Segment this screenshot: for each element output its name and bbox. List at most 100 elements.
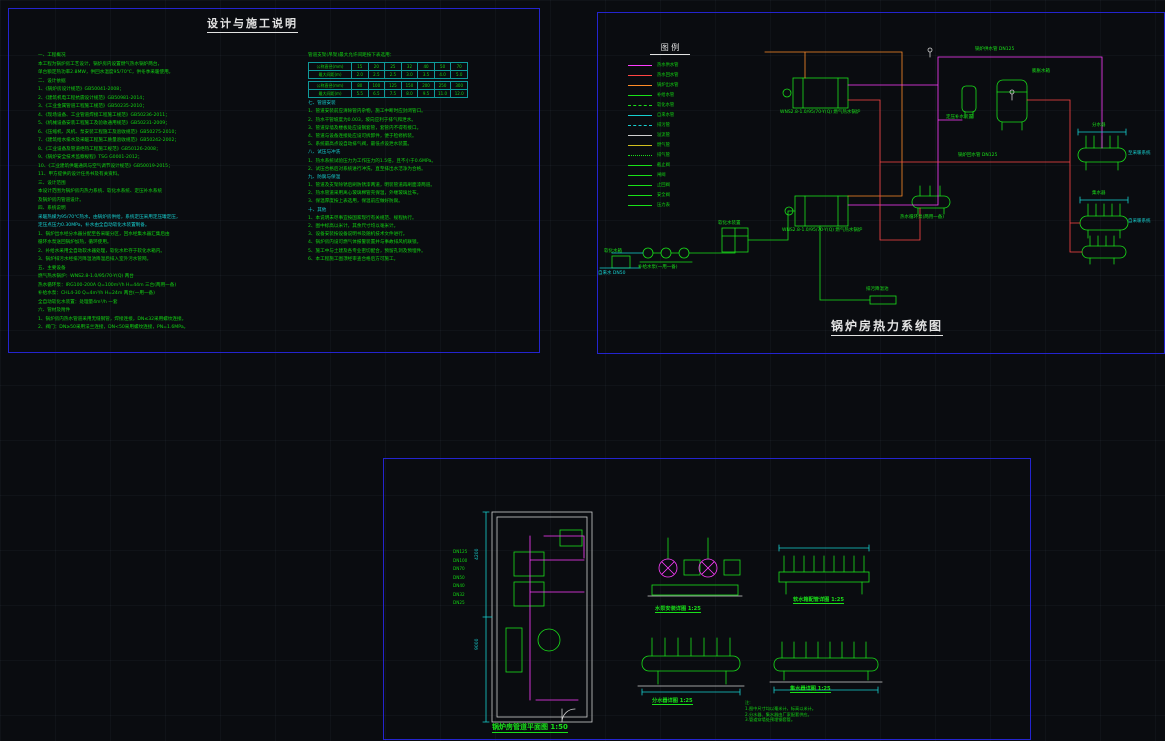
note-line: 采暖热媒为95/70℃热水，由锅炉房供给，系统定压采用定压罐定压， [38, 214, 181, 220]
pipe-size-label: DN40 [453, 583, 465, 588]
note-line: 燃气热水锅炉：WNS2.8-1.0/95/70-Y(Q) 两台 [38, 274, 134, 279]
note-line: 11、甲方提供的设计任务书及有关资料。 [38, 172, 122, 177]
system-label-return-manifold: 集水器 [1092, 191, 1106, 196]
legend-item: 排污管 [628, 120, 740, 130]
legend-item-label: 排污管 [657, 123, 670, 128]
plan-note-line: 注: [745, 700, 751, 705]
note-line: 六、管材及附件 [38, 308, 71, 313]
legend-item-label: 压力表 [657, 203, 670, 208]
pressure-tank [961, 85, 977, 113]
pipe-size-label: DN125 [453, 549, 468, 554]
note-line: 3、《工业金属管道工程施工规范》GB50235-2010； [38, 104, 147, 109]
legend-item: 溢流管 [628, 130, 740, 140]
system-label-feed-pumps: 补给水泵(一用一备) [638, 265, 678, 270]
legend-line-sample [628, 184, 652, 186]
system-label-from-heating: 自采暖系统 [1128, 219, 1151, 224]
manifold-detail-2 [773, 657, 879, 672]
system-label-supply-pipe: 锅炉供水管 DN125 [975, 47, 1015, 52]
plan-notes: 注:1.图中尺寸均以毫米计，标高以米计。2.分水器、集水器由厂家配套供应。3.管… [745, 700, 865, 723]
plan-equipment [505, 529, 879, 685]
system-label-supply-manifold: 分水器 [1092, 123, 1106, 128]
manifold-detail-1 [641, 655, 741, 672]
system-label-softener: 软化水装置 [718, 221, 741, 226]
expansion-tank [996, 79, 1028, 123]
dirt-separator [911, 195, 951, 209]
note-line: 2、热水干管坡度为0.003，坡向应利于排气和泄水。 [308, 117, 416, 123]
pipe-size-label: DN100 [453, 557, 468, 563]
legend-item: 安全阀 [628, 190, 740, 200]
legend-item: 热水供水管 [628, 60, 740, 70]
legend-item-label: 燃气管 [657, 143, 670, 148]
legend-item: 闸阀 [628, 170, 740, 180]
legend-line-sample [628, 194, 652, 196]
system-equipment [611, 77, 1129, 305]
blowdown-pit [869, 295, 897, 305]
frame-plan [383, 458, 1031, 740]
note-line: 1、锅炉出水经分水器分配至各采暖分区，回水经集水器汇集后由 [38, 231, 170, 237]
note-line: 9、《锅炉安全技术监察规程》TSG G0001-2012； [38, 155, 143, 160]
legend-item-label: 排气管 [657, 153, 670, 158]
note-line: 八、试压与冲洗 [308, 150, 341, 156]
note-line: 8、《工业设备及管道绝热工程施工规范》GB50126-2008； [38, 146, 161, 152]
note-line: 4、《现场设备、工业管道焊接工程施工规范》GB50236-2011； [38, 112, 170, 118]
note-line: 管道支架(吊架)最大允许间距按下表选用： [308, 53, 395, 58]
note-line: 一、工程概况 [38, 53, 66, 58]
note-line: 及锅炉房内管道设计。 [38, 197, 84, 203]
note-line: 1、管道安装前应清除管内杂物，施工中断时应封闭管口。 [308, 109, 426, 115]
note-line: 1、《锅炉房设计规范》GB50041-2008； [38, 87, 124, 92]
note-line: 二、设计依据 [38, 78, 66, 84]
legend-line-sample [628, 164, 652, 166]
legend-item-label: 止回阀 [657, 183, 670, 188]
feed-pump-1 [642, 247, 654, 259]
note-line: 本设计范围为锅炉房内热力系统、软化水系统、定压补水系统 [38, 189, 163, 194]
legend-item: 补给水管 [628, 90, 740, 100]
legend-item-label: 截止阀 [657, 163, 670, 168]
note-line: 3、设备安装按设备说明书及随机技术文件进行。 [308, 232, 408, 238]
system-label-boiler-1: WNS2.8-1.0/95/70-Y(Q) 燃气热水锅炉 [780, 110, 861, 115]
legend-items: 热水供水管 热水回水管 锅炉出水管 补给水管 软化水管 自来水管 排污管 [628, 60, 740, 210]
note-line: 1、管道及支架除锈后刷防锈漆两道，明装管道再刷面漆两道。 [308, 183, 435, 189]
legend-item: 自来水管 [628, 110, 740, 120]
note-line: 2、试压合格后对系统进行冲洗，直至排出水洁净为合格。 [308, 166, 426, 172]
note-line: 2、阀门：DN≥50采用法兰连接，DN<50采用螺纹连接，PN=1.6MPa。 [38, 325, 189, 330]
detail-title-return-manifold: 集水器详图 1:25 [790, 686, 831, 693]
pipe-size-label: DN70 [453, 566, 465, 571]
detail-title-pump: 水泵安装详图 1:25 [655, 606, 701, 613]
note-line: 6、《压缩机、风机、泵安装工程施工及验收规范》GB50275-2010； [38, 129, 179, 135]
legend-item-label: 热水供水管 [657, 63, 679, 68]
legend-line-sample [628, 94, 652, 96]
feed-pump-3 [678, 247, 690, 259]
legend-item: 燃气管 [628, 140, 740, 150]
legend-item-label: 软化水管 [657, 103, 675, 108]
note-line: 6、本工程施工图须经审查合格后方可施工。 [308, 256, 399, 262]
plan-note-line: 2.分水器、集水器由厂家配套供应。 [745, 711, 812, 717]
legend: 图 例 热水供水管 热水回水管 锅炉出水管 补给水管 软化水管 自来水管 [628, 42, 740, 210]
plan-dim-vertical-1: 9000 [475, 638, 480, 650]
legend-item: 排气管 [628, 150, 740, 160]
note-line: 3、保温厚度按上表选用，保温前应做好防腐。 [308, 199, 403, 205]
system-label-to-heating: 至采暖系统 [1128, 151, 1151, 156]
legend-line-sample [628, 144, 652, 146]
legend-item: 截止阀 [628, 160, 740, 170]
note-line: 补给水泵：CHL4-30 Q=4m³/h H=24m 两台(一用一备) [38, 291, 155, 296]
pump-motor-2 [723, 559, 741, 576]
legend-line-sample [628, 204, 652, 206]
legend-line-sample [628, 104, 652, 106]
system-label-soft-tank: 软化水箱 [604, 249, 622, 254]
system-label-pressure-unit: 定压补水装置 [946, 115, 973, 120]
note-line: 五、主要设备 [38, 265, 66, 271]
note-line: 2、热水管道采用离心玻璃棉管壳保温，外缠玻璃丝布。 [308, 191, 422, 197]
note-line: 1、热水系统试验压力为工作压力的1.5倍，且不小于0.6MPa。 [308, 158, 436, 164]
plan-note-line: 3.管道穿墙处预埋钢套管。 [745, 717, 796, 723]
legend-line-sample [628, 114, 652, 116]
legend-line-sample [628, 64, 652, 66]
legend-item: 热水回水管 [628, 70, 740, 80]
system-label-expansion-tank: 膨胀水箱 [1032, 69, 1050, 74]
